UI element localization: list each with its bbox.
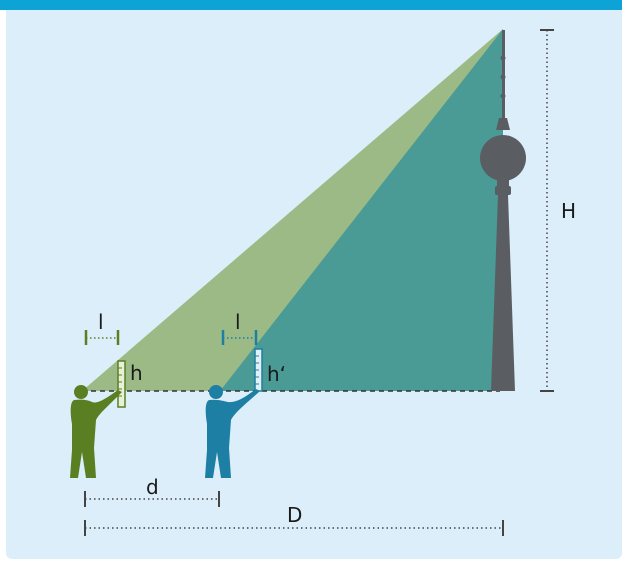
distance-dimension-d: d: [84, 475, 220, 507]
ruler-icon: [117, 360, 126, 408]
ruler-icon: [254, 348, 263, 392]
tv-tower-icon: [480, 30, 526, 391]
label-l-right: l: [235, 310, 241, 334]
height-dimension-H: H: [540, 29, 576, 392]
top-accent-bar: [0, 0, 622, 10]
green-observer-icon: [70, 385, 122, 478]
label-d: d: [146, 475, 159, 499]
label-h: h: [130, 361, 143, 385]
label-D: D: [287, 503, 302, 527]
left-l-dimension: l: [84, 310, 120, 345]
label-h-prime: h‘: [267, 362, 286, 386]
right-l-dimension: l: [221, 310, 258, 345]
label-l-left: l: [98, 310, 104, 334]
distance-dimension-D: D: [84, 503, 504, 536]
teal-sight-triangle: [220, 29, 503, 391]
label-H: H: [561, 199, 576, 223]
blue-observer-icon: [205, 385, 260, 478]
